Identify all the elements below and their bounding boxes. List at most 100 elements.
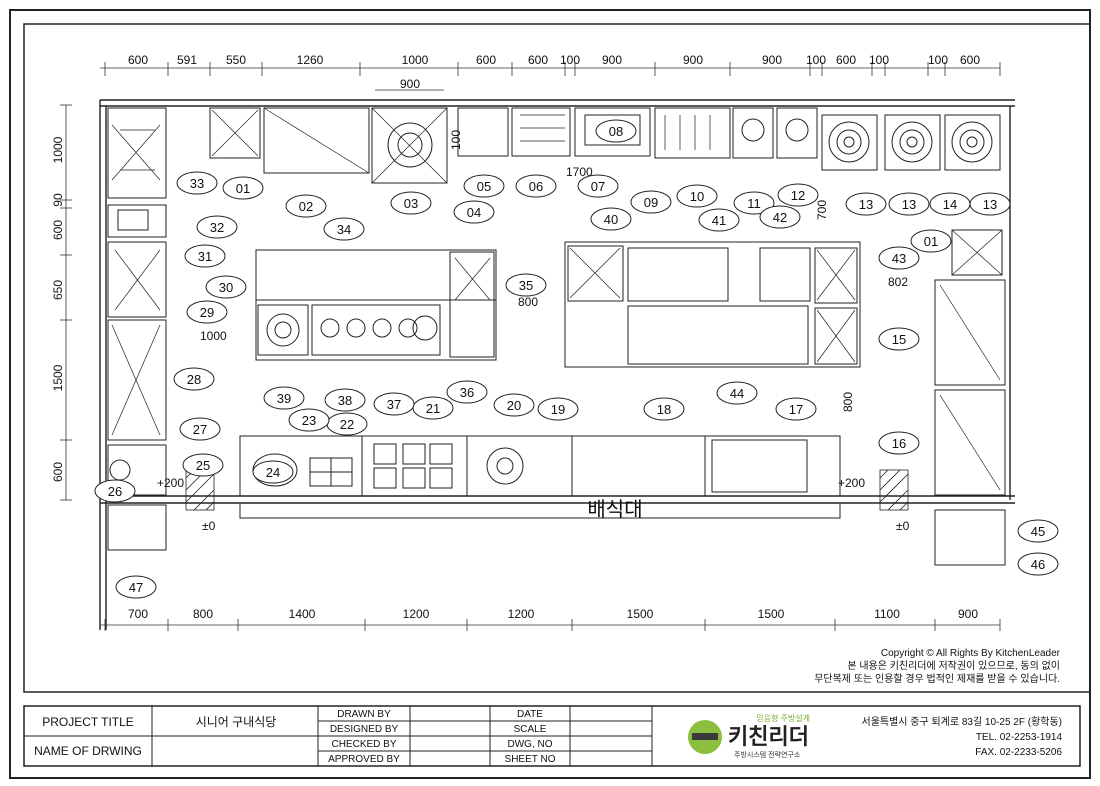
sheet-no-label: SHEET NO (505, 754, 556, 765)
callout-balloon: 02 (285, 194, 327, 218)
top-dim-label: 591 (177, 53, 197, 67)
callout-balloon: 13 (845, 192, 887, 216)
callout-number: 03 (404, 196, 418, 211)
callout-number: 21 (426, 401, 440, 416)
top-dim-label: 100 (869, 53, 889, 67)
callout-balloon: 22 (326, 412, 368, 436)
callout-number: 04 (467, 205, 481, 220)
checked-by-label: CHECKED BY (331, 739, 396, 750)
callout-balloon: 12 (777, 183, 819, 207)
logo-name: 키친리더 (728, 724, 809, 749)
dwg-no-label: DWG, NO (508, 739, 553, 750)
callout-balloon: 09 (630, 190, 672, 214)
callout-number: 15 (892, 332, 906, 347)
approved-by-label: APPROVED BY (328, 754, 400, 765)
callout-number: 11 (747, 196, 761, 211)
callout-number: 28 (187, 372, 201, 387)
top-dim-label: 100 (560, 53, 580, 67)
callout-number: 47 (129, 580, 143, 595)
top-dimension-chain (100, 62, 1001, 76)
logo-sub: 주방시스템 전략연구소 (734, 750, 801, 759)
callout-number: 05 (477, 179, 491, 194)
callout-balloon: 14 (929, 192, 971, 216)
callout-balloon: 41 (698, 208, 740, 232)
top-dim-label: 600 (836, 53, 856, 67)
callout-balloon: 43 (878, 246, 920, 270)
callout-number: 38 (338, 393, 352, 408)
level-mark-plus-left: +200 (157, 476, 184, 490)
top-dim-label: 600 (476, 53, 496, 67)
counter-label: 배식대 (587, 498, 642, 521)
callout-balloon: 46 (1017, 552, 1059, 576)
callout-balloon: 04 (453, 200, 495, 224)
top-dim-label: 900 (683, 53, 703, 67)
callout-number: 23 (302, 413, 316, 428)
callout-number: 40 (604, 212, 618, 227)
bottom-dim-label: 1500 (758, 607, 785, 621)
level-mark-zero-right: ±0 (896, 519, 910, 533)
date-label: DATE (517, 709, 543, 720)
callout-balloon: 30 (205, 275, 247, 299)
inner-dim-100: 100 (449, 130, 463, 150)
callout-number: 16 (892, 436, 906, 451)
callout-balloon: 17 (775, 397, 817, 421)
callout-balloon: 42 (759, 205, 801, 229)
callout-balloon: 20 (493, 393, 535, 417)
callout-balloon: 10 (676, 184, 718, 208)
callout-balloon: 08 (595, 119, 637, 143)
callout-number: 43 (892, 251, 906, 266)
callout-balloon: 18 (643, 397, 685, 421)
company-tel: TEL. 02-2253-1914 (976, 732, 1063, 743)
callout-number: 22 (340, 417, 354, 432)
inner-dim-800-sink: 800 (518, 295, 538, 309)
top-dim-label: 900 (762, 53, 782, 67)
callout-number: 19 (551, 402, 565, 417)
cooking-island (255, 249, 497, 361)
callout-balloon: 27 (179, 417, 221, 441)
callout-balloon: 01 (910, 229, 952, 253)
callout-balloon: 11 (733, 191, 775, 215)
left-dim-label: 600 (51, 220, 65, 240)
callout-balloon: 01 (222, 176, 264, 200)
serving-counter-row (239, 435, 841, 519)
callout-number: 13 (859, 197, 873, 212)
callout-balloon: 23 (288, 408, 330, 432)
callout-number: 01 (924, 234, 938, 249)
top-dim-label: 1000 (402, 53, 429, 67)
callout-balloon: 25 (182, 453, 224, 477)
callout-number: 17 (789, 402, 803, 417)
left-dim-label: 650 (51, 280, 65, 300)
callout-number: 10 (690, 189, 704, 204)
left-dim-label: 1500 (51, 364, 65, 391)
callout-number: 12 (791, 188, 805, 203)
callout-number: 13 (983, 197, 997, 212)
callout-number: 35 (519, 278, 533, 293)
bottom-dim-label: 700 (128, 607, 148, 621)
callout-number: 07 (591, 179, 605, 194)
bottom-dim-label: 800 (193, 607, 213, 621)
top-equipment-row (209, 107, 1001, 184)
callout-balloon: 45 (1017, 519, 1059, 543)
callout-balloon: 13 (888, 192, 930, 216)
top-dim-label: 550 (226, 53, 246, 67)
callout-number: 18 (657, 402, 671, 417)
callout-number: 46 (1031, 557, 1045, 572)
callout-number: 39 (277, 391, 291, 406)
callout-number: 32 (210, 220, 224, 235)
bottom-dim-label: 1200 (508, 607, 535, 621)
callout-number: 29 (200, 305, 214, 320)
callout-number: 41 (712, 213, 726, 228)
callout-number: 13 (902, 197, 916, 212)
drawn-by-label: DRAWN BY (337, 709, 391, 720)
callout-balloon: 24 (252, 460, 294, 484)
callout-number: 06 (529, 179, 543, 194)
inner-dim-800-right: 800 (841, 392, 855, 412)
bottom-dim-label: 1100 (874, 607, 900, 621)
top-dim-label: 100 (806, 53, 826, 67)
callout-number: 36 (460, 385, 474, 400)
callout-balloon: 19 (537, 397, 579, 421)
callout-balloon: 40 (590, 207, 632, 231)
callout-number: 33 (190, 176, 204, 191)
